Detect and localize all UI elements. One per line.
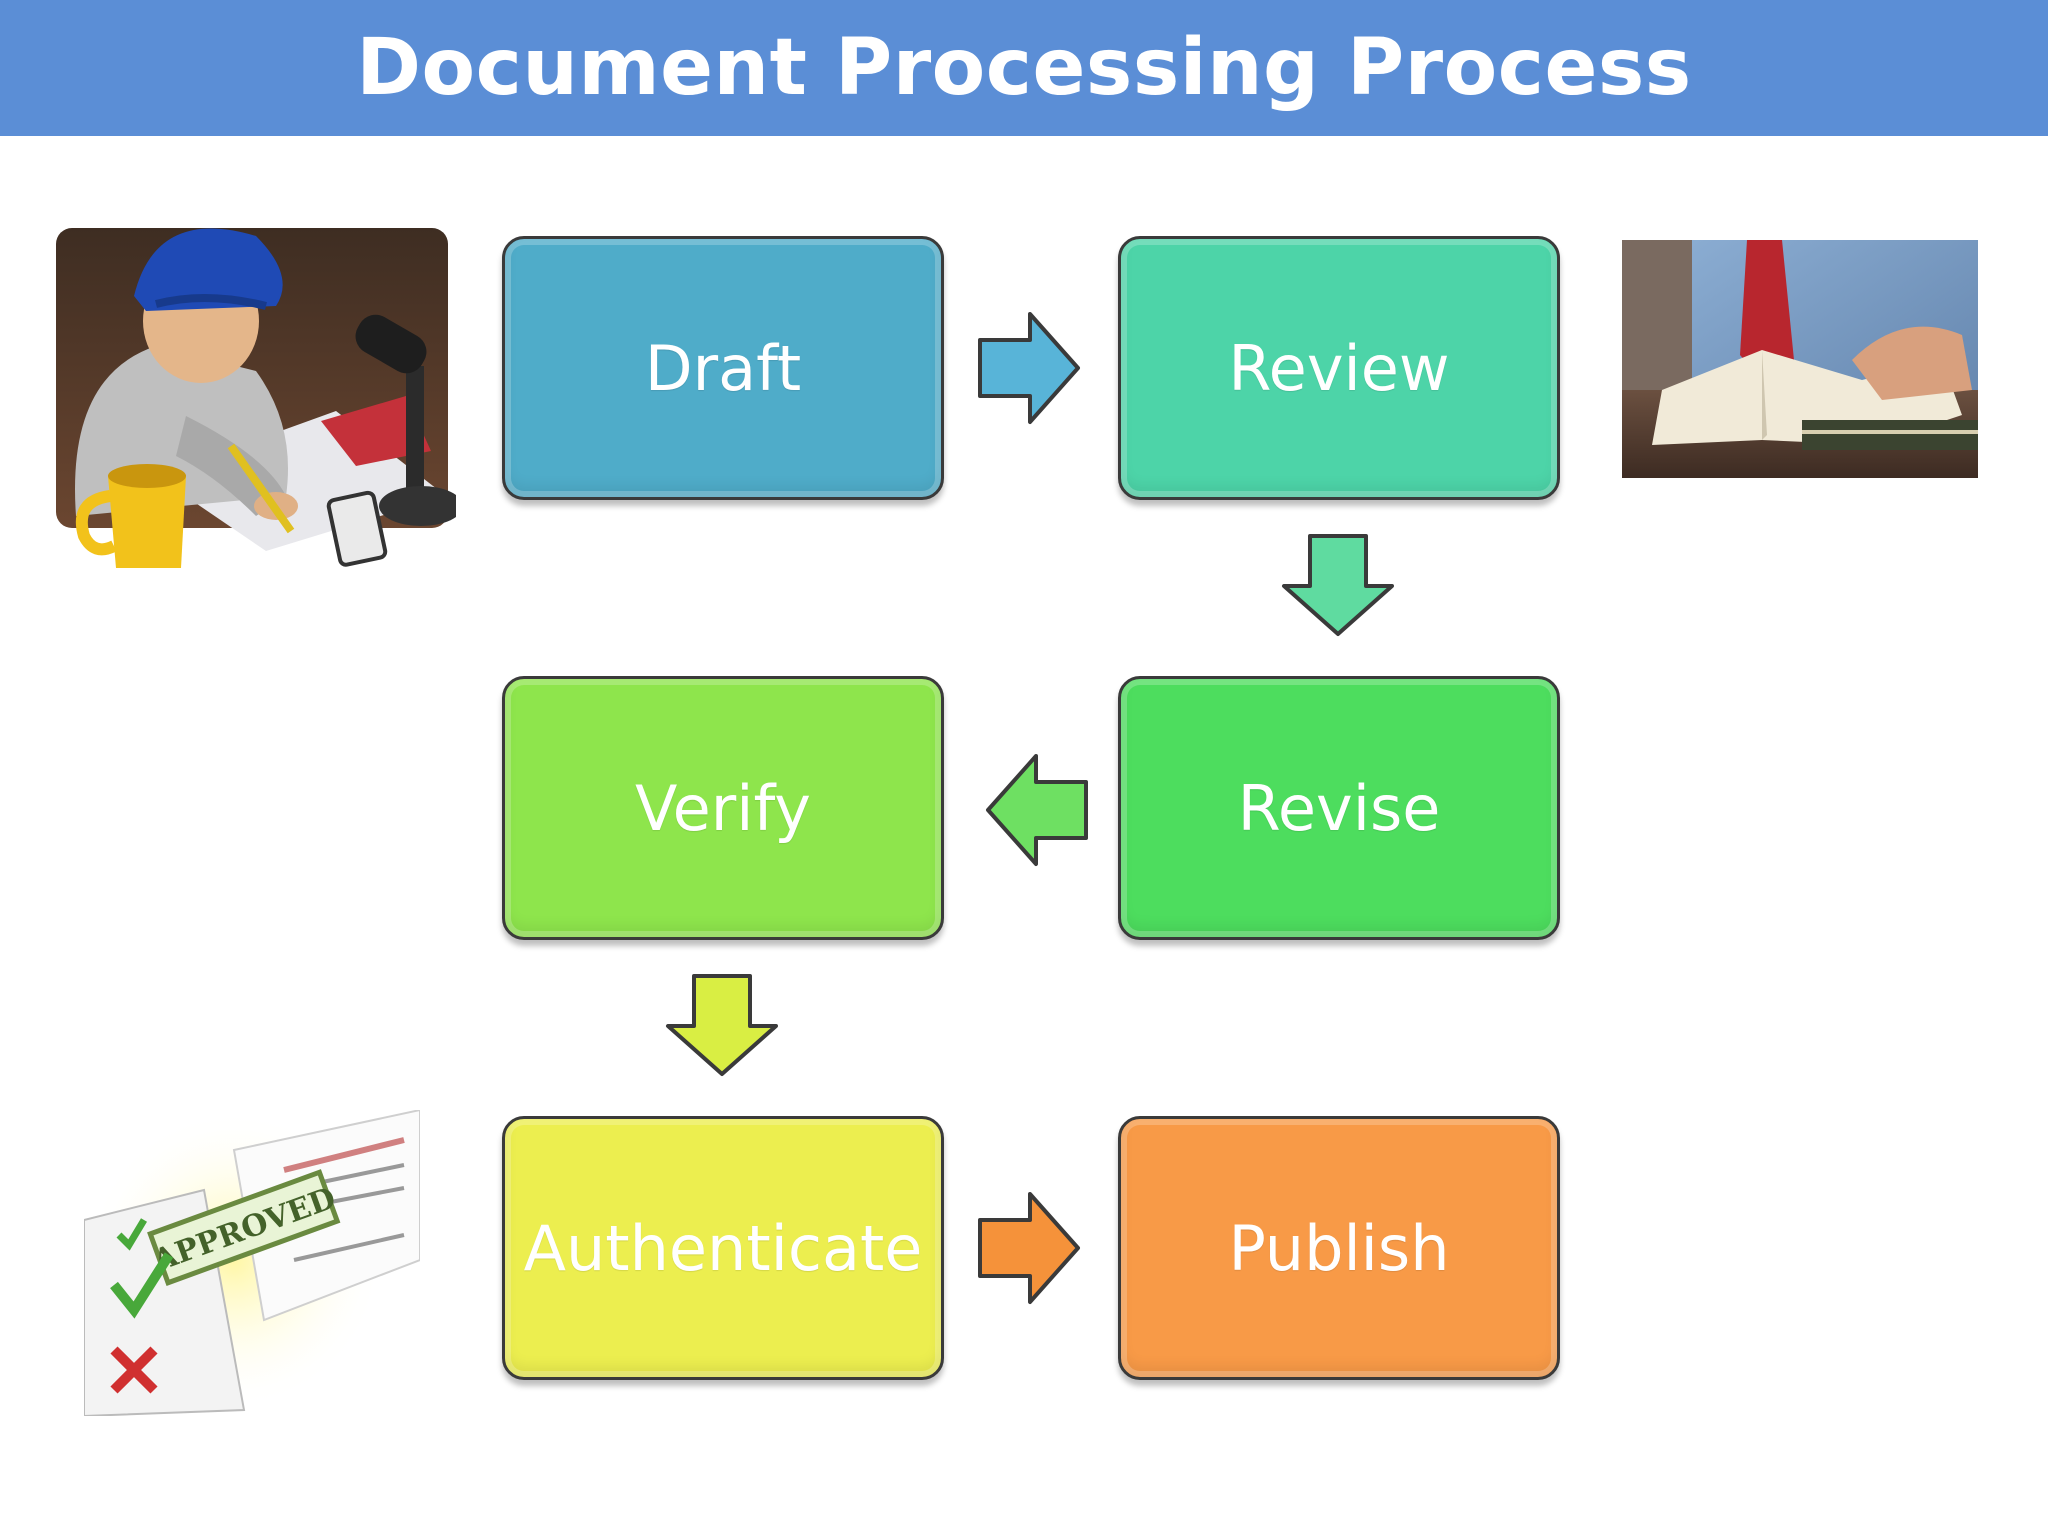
step-label: Publish — [1228, 1211, 1450, 1285]
step-revise: Revise — [1118, 676, 1560, 940]
writer-illustration — [36, 196, 456, 576]
step-label: Verify — [635, 771, 811, 845]
arrow-down-icon — [1282, 534, 1394, 636]
approved-illustration: APPROVED — [84, 1110, 420, 1416]
arrow-right-icon — [978, 312, 1080, 424]
arrow-down-icon — [666, 974, 778, 1076]
arrow-right-icon — [978, 1192, 1080, 1304]
step-label: Revise — [1237, 771, 1441, 845]
step-authenticate: Authenticate — [502, 1116, 944, 1380]
arrow-authenticate-to-publish — [978, 1192, 1080, 1304]
page-title: Document Processing Process — [356, 23, 1692, 113]
arrow-draft-to-review — [978, 312, 1080, 424]
step-draft: Draft — [502, 236, 944, 500]
arrow-review-to-revise — [1282, 534, 1394, 636]
step-verify: Verify — [502, 676, 944, 940]
step-publish: Publish — [1118, 1116, 1560, 1380]
step-label: Review — [1228, 331, 1450, 405]
arrow-left-icon — [986, 754, 1088, 866]
step-review: Review — [1118, 236, 1560, 500]
arrow-verify-to-authenticate — [666, 974, 778, 1076]
title-bar: Document Processing Process — [0, 0, 2048, 136]
arrow-revise-to-verify — [986, 754, 1088, 866]
reading-photo — [1622, 240, 1978, 478]
step-label: Draft — [644, 331, 802, 405]
step-label: Authenticate — [523, 1211, 923, 1285]
